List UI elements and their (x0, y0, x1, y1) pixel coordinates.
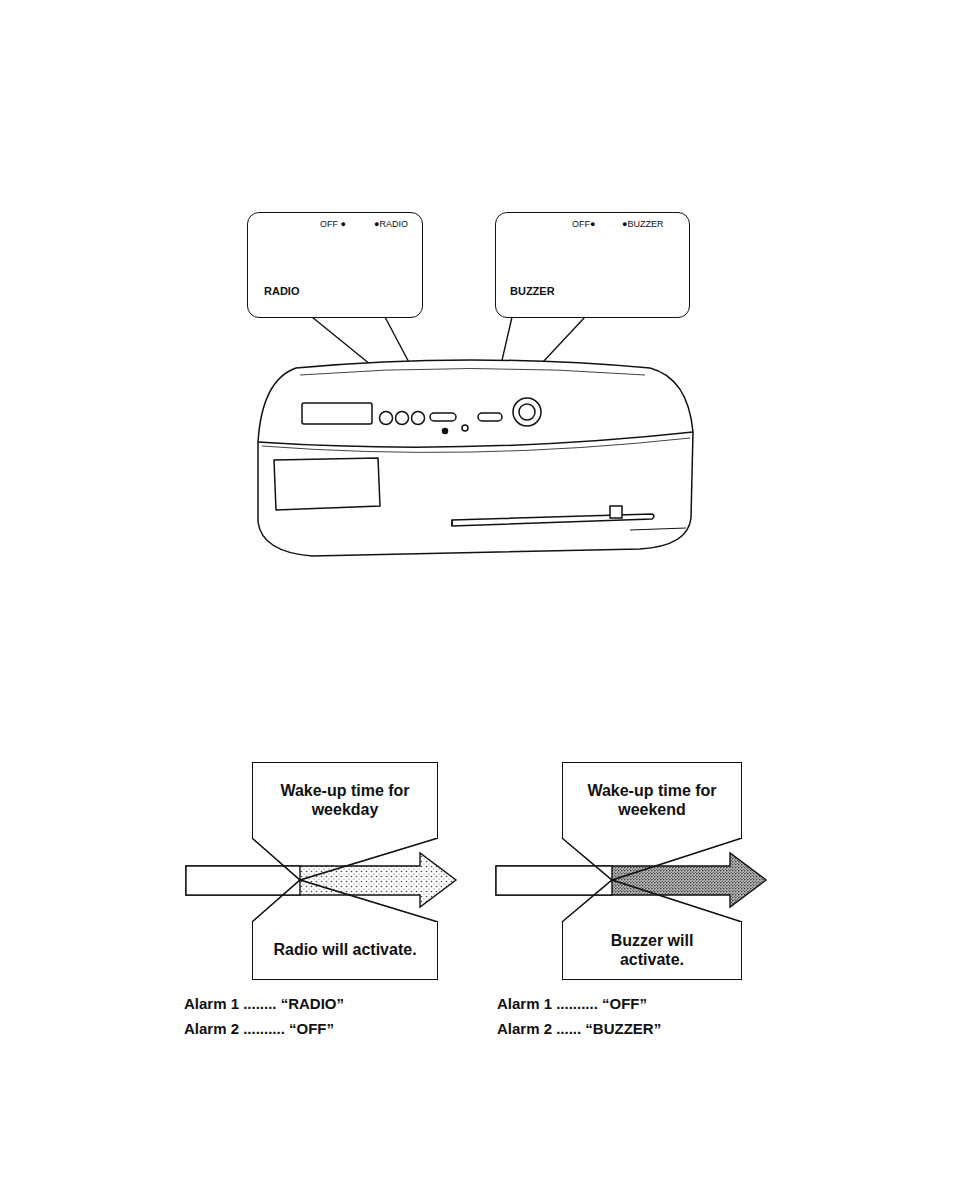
pointer-box: Wake-up time for weekday (252, 762, 438, 838)
switch-label: OFF ● (320, 220, 346, 229)
timeline-arrow (186, 853, 456, 907)
alarm-setting: Alarm 2 ...... “BUZZER” (497, 1021, 661, 1038)
pointer-box: Radio will activate. (252, 922, 438, 980)
switch-label: RADIO (264, 286, 299, 297)
switch-label: OFF● (572, 220, 595, 229)
pointer-taper (252, 880, 438, 922)
pointer-tapers (252, 838, 742, 922)
box-text: Wake-up time for weekend (563, 778, 741, 823)
switch-label: ●BUZZER (622, 220, 663, 229)
timeline-arrow (496, 853, 766, 907)
pointer-box: Buzzer will activate. (562, 922, 742, 980)
switch-callout: OFF● ●BUZZER BUZZER (495, 212, 690, 318)
pointer-box: Wake-up time for weekend (562, 762, 742, 838)
switch-label: BUZZER (510, 286, 555, 297)
box-text: Radio will activate. (253, 937, 436, 963)
switch-callout: OFF ● ●RADIO RADIO (247, 212, 423, 318)
switch-label: ●RADIO (374, 220, 408, 229)
clock-radio-illustration (258, 360, 693, 556)
pointer-taper (252, 838, 438, 880)
alarm-setting: Alarm 1 .......... “OFF” (497, 996, 647, 1013)
pointer-taper (562, 880, 742, 922)
box-text: Buzzer will activate. (563, 928, 741, 973)
pointer-taper (562, 838, 742, 880)
alarm-setting: Alarm 2 .......... “OFF” (184, 1021, 334, 1038)
alarm-setting: Alarm 1 ........ “RADIO” (184, 996, 344, 1013)
box-text: Wake-up time for weekday (253, 778, 437, 823)
